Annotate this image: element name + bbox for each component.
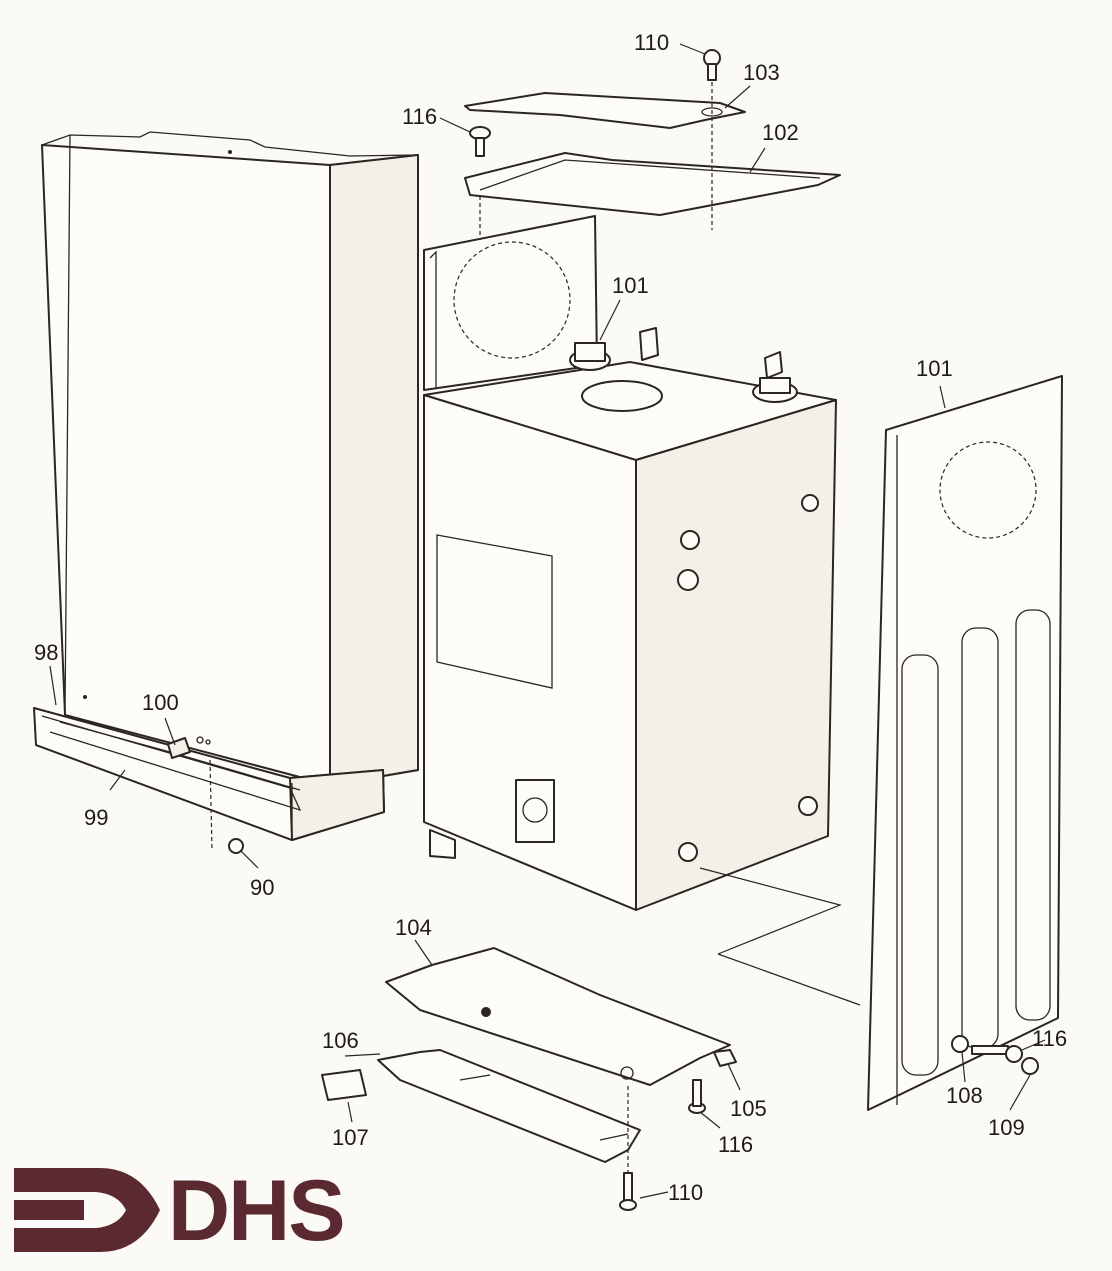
arrow-icon <box>14 1168 160 1252</box>
label-100: 100 <box>142 690 179 715</box>
label-116-mid: 116 <box>718 1132 753 1157</box>
label-110-top: 110 <box>634 30 669 55</box>
label-105: 105 <box>730 1096 767 1121</box>
label-98: 98 <box>34 640 58 665</box>
top-plate-102 <box>464 152 841 240</box>
label-104: 104 <box>395 915 432 940</box>
part-labels: 110 103 116 102 101 101 98 100 99 90 104… <box>34 30 1067 1205</box>
label-103: 103 <box>743 60 780 85</box>
label-99: 99 <box>84 805 108 830</box>
top-bracket-103 <box>464 75 746 200</box>
label-106: 106 <box>322 1028 359 1053</box>
label-101-side: 101 <box>916 356 953 381</box>
front-casing <box>41 131 419 786</box>
side-panel-101 <box>867 375 1063 1111</box>
fasteners <box>469 49 1039 1211</box>
label-102: 102 <box>762 120 799 145</box>
label-107: 107 <box>332 1125 369 1150</box>
label-116-right: 116 <box>1032 1026 1067 1051</box>
leader-lines <box>49 43 1046 1199</box>
label-108: 108 <box>946 1083 983 1108</box>
label-110-bottom: 110 <box>668 1180 703 1205</box>
label-101-back: 101 <box>612 273 649 298</box>
label-90: 90 <box>250 875 274 900</box>
lower-tray <box>321 1049 641 1163</box>
brand-text: DHS <box>168 1163 344 1259</box>
dhs-logo: DHS <box>14 1163 346 1259</box>
control-fascia <box>33 707 385 854</box>
assembly-lines <box>627 867 861 1172</box>
label-116-top: 116 <box>402 104 437 129</box>
base-plate-104 <box>385 947 731 1086</box>
boiler-body <box>423 215 837 911</box>
label-109: 109 <box>988 1115 1025 1140</box>
